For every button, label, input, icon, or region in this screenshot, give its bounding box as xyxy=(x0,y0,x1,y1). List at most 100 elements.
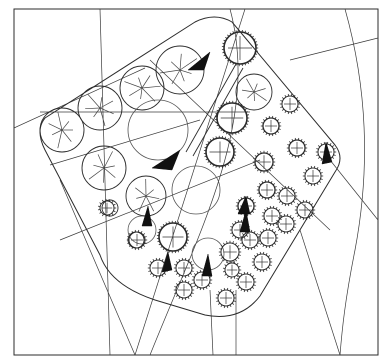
tree-branch xyxy=(241,89,255,93)
shrub-tick xyxy=(287,150,290,152)
shrub-tick xyxy=(290,202,293,206)
shrub-center-mark xyxy=(131,234,143,246)
shrub-tick xyxy=(275,240,278,242)
shrub-tick xyxy=(220,256,223,259)
shrub-tick xyxy=(207,141,210,144)
shrub-tick xyxy=(254,166,257,169)
shrub-tick xyxy=(244,125,247,128)
shrub-symbol xyxy=(203,135,237,169)
shrub-tick xyxy=(196,286,199,290)
shrub-tick xyxy=(191,286,194,288)
shrub-tick xyxy=(261,196,264,200)
shrub-center-mark xyxy=(152,262,164,274)
shrub-tick xyxy=(240,196,243,200)
shrub-tick xyxy=(260,170,262,173)
tree-branch xyxy=(171,69,181,85)
shrub-tick xyxy=(251,58,254,61)
shrub-tick xyxy=(131,230,134,234)
shrub-tick xyxy=(295,108,299,111)
shrub-tick xyxy=(281,108,285,111)
shrub-tick xyxy=(255,244,259,247)
shrub-tick xyxy=(230,232,233,234)
shrub-tick xyxy=(240,242,243,244)
shrub-tick xyxy=(293,94,296,98)
shrub-tick xyxy=(237,102,240,105)
shrub-center-mark xyxy=(240,276,252,288)
shrub-tick xyxy=(262,119,266,122)
shrub-tick xyxy=(271,228,274,232)
shrub-tick xyxy=(175,283,179,286)
shrub-tick xyxy=(240,129,243,133)
shrub-center-mark xyxy=(261,184,273,196)
shrub-tick xyxy=(304,180,308,183)
shrub-symbol xyxy=(235,271,257,293)
shrub-tick xyxy=(292,189,296,192)
shrub-tick xyxy=(178,296,181,300)
shrub-tick xyxy=(237,131,240,134)
shrub-tick xyxy=(281,97,285,100)
shrub-tick xyxy=(229,140,232,143)
shrub-tick xyxy=(254,155,257,158)
shrub-tick xyxy=(237,199,241,202)
shrub-tick xyxy=(184,227,187,230)
shrub-tick xyxy=(303,172,306,174)
shrub-tick xyxy=(160,226,163,229)
shrub-tick xyxy=(251,199,255,202)
shrub-tick xyxy=(278,128,281,130)
shrub-tick xyxy=(234,220,237,224)
shrub-tick xyxy=(189,261,193,264)
shrub-tick xyxy=(108,199,111,202)
shrub-tick xyxy=(237,275,241,278)
shrub-tick xyxy=(174,292,177,294)
shrub-tick xyxy=(131,246,134,250)
shrub-tick xyxy=(192,276,195,278)
shrub-tick xyxy=(247,31,249,35)
shrub-tick xyxy=(238,248,241,250)
shrub-center-mark xyxy=(226,264,238,276)
shrub-symbol xyxy=(251,251,273,273)
shrub-tick xyxy=(229,304,232,308)
tree-branch xyxy=(99,100,114,109)
shrub-symbol xyxy=(215,287,237,309)
shrub-tick xyxy=(226,132,228,135)
shrub-tick xyxy=(233,261,236,264)
shrub-tick xyxy=(296,214,300,217)
shrub-tick xyxy=(259,242,263,245)
shrub-tick xyxy=(177,221,179,225)
shrub-tick xyxy=(288,152,292,155)
shrub-symbol xyxy=(261,205,283,227)
shrub-tick xyxy=(229,61,232,64)
shrub-symbol xyxy=(294,199,316,221)
tree-branch xyxy=(170,61,181,71)
shrub-tick xyxy=(127,236,130,238)
shrub-tick xyxy=(284,94,287,98)
shrub-tick xyxy=(300,154,303,158)
shrub-tick xyxy=(185,242,189,244)
tree-branch xyxy=(179,69,185,82)
shrub-tick xyxy=(191,264,194,266)
shrub-tick xyxy=(260,151,262,154)
shrub-tick xyxy=(236,262,239,266)
shrub-tick xyxy=(231,159,234,162)
shrub-symbol xyxy=(279,93,301,115)
shrub-tick xyxy=(300,138,303,142)
shrub-center-mark xyxy=(299,204,311,216)
shrub-tick xyxy=(244,108,247,111)
shrub-center-mark xyxy=(209,141,231,163)
shrub-tick xyxy=(296,203,300,206)
shrub-tick xyxy=(294,192,297,194)
tree-symbol xyxy=(39,107,85,153)
shrub-tick xyxy=(256,252,259,256)
shrub-tick xyxy=(284,110,287,114)
shrub-tick xyxy=(272,164,275,166)
shrub-tick xyxy=(205,143,208,146)
shrub-tick xyxy=(223,39,226,42)
shrub-tick xyxy=(234,242,237,245)
shrub-tick xyxy=(149,261,153,264)
shrub-tick xyxy=(237,245,240,248)
shrub-tick xyxy=(165,222,168,225)
shrub-tick xyxy=(242,128,245,131)
shrub-tick xyxy=(302,152,306,155)
shrub-tick xyxy=(215,121,218,124)
